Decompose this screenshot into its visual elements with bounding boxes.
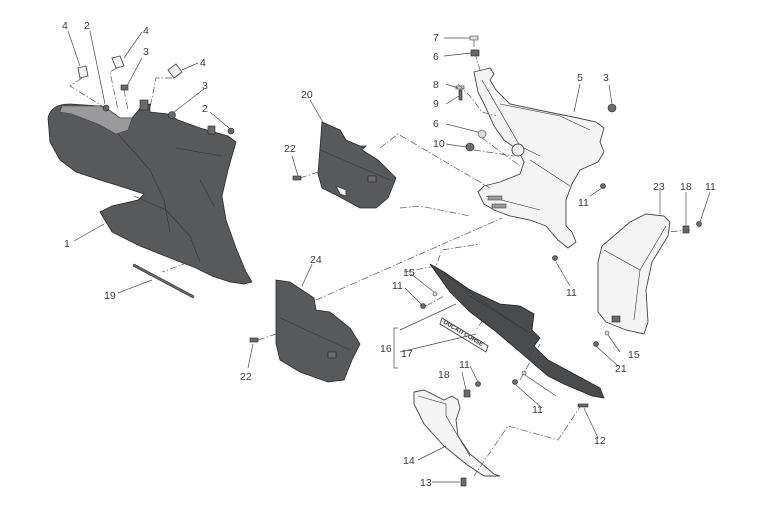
callout-18: 18	[438, 369, 450, 381]
callout-2: 2	[202, 103, 208, 115]
callout-22: 22	[284, 143, 296, 155]
callout-11: 11	[392, 280, 403, 292]
callout-18: 18	[680, 181, 692, 193]
callout-16: 16	[380, 343, 392, 355]
callout-10: 10	[433, 138, 445, 150]
callout-11: 11	[705, 181, 716, 193]
callout-4: 4	[200, 57, 206, 69]
callout-7: 7	[433, 32, 439, 44]
hardware-group-top-left	[77, 55, 235, 135]
washer-15c	[521, 370, 527, 376]
clip-18a	[682, 225, 690, 234]
part-14-belly-panel	[413, 389, 501, 477]
part-1-side-fairing	[47, 99, 253, 285]
decal-text: DUCATI CORSE	[442, 320, 484, 348]
callout-3: 3	[202, 80, 208, 92]
clip-18b	[463, 389, 471, 398]
grommet-4a	[77, 65, 89, 79]
washer-15a	[432, 291, 438, 297]
callout-3: 3	[603, 72, 609, 84]
callout-labels: 4 2 4 3 4 3 2 1 19 20 22 24 22 7 6 8 9 6…	[62, 20, 716, 489]
screw-11d	[420, 303, 426, 309]
callout-11: 11	[532, 404, 543, 416]
callout-19: 19	[104, 290, 116, 302]
nut-2b	[227, 127, 235, 135]
part-16-lower-fairing	[429, 263, 605, 399]
callout-15: 15	[403, 267, 415, 279]
nut-2a	[102, 104, 110, 112]
nut-3c	[607, 103, 617, 113]
callout-13: 13	[420, 477, 432, 489]
part-23-cover-panel	[597, 213, 671, 335]
washer-15b	[604, 330, 610, 336]
callout-8: 8	[433, 79, 439, 91]
grommet-4c	[167, 63, 183, 79]
callout-24: 24	[310, 254, 322, 266]
washer-7	[469, 35, 479, 41]
screw-21	[593, 341, 599, 347]
callout-5: 5	[577, 72, 583, 84]
hardware-group-cover	[593, 221, 702, 347]
grommet-4b	[111, 55, 125, 69]
screw-11f	[512, 379, 518, 385]
nut-3b	[168, 111, 176, 119]
callout-21: 21	[615, 363, 627, 375]
screw-11e	[475, 381, 481, 387]
callout-14: 14	[403, 455, 415, 467]
callout-23: 23	[653, 181, 665, 193]
nut-3a	[120, 84, 129, 91]
callout-6: 6	[433, 51, 439, 63]
screw-9	[458, 89, 463, 101]
screw-22a	[292, 175, 302, 181]
leader-lines	[67, 30, 711, 483]
screw-11c	[696, 221, 702, 227]
callout-2: 2	[84, 20, 90, 32]
screw-11b	[552, 255, 558, 261]
callout-4: 4	[62, 20, 68, 32]
screw-22b	[249, 337, 259, 343]
callout-3: 3	[143, 46, 149, 58]
screw-10	[465, 142, 475, 152]
callout-20: 20	[301, 89, 313, 101]
screw-13	[460, 477, 467, 487]
clip-12	[577, 403, 589, 408]
assembly-lines	[69, 40, 691, 477]
part-5-inner-frame-bracket	[473, 67, 605, 249]
part-19-decal-strip	[132, 263, 195, 299]
callout-1: 1	[64, 238, 70, 250]
screw-11a	[600, 183, 606, 189]
callout-6: 6	[433, 118, 439, 130]
callout-17: 17	[401, 348, 413, 360]
part-20-side-panel	[317, 121, 397, 209]
callout-11: 11	[578, 197, 589, 209]
callout-15: 15	[628, 349, 640, 361]
part-24-side-panel	[275, 279, 361, 383]
callout-11: 11	[566, 287, 577, 299]
callout-4: 4	[143, 25, 149, 37]
callout-9: 9	[433, 98, 439, 110]
grommet-6b	[477, 129, 487, 139]
callout-12: 12	[594, 435, 606, 447]
callout-11: 11	[459, 359, 470, 371]
hardware-group-lower-fairing	[420, 291, 589, 408]
callout-22: 22	[240, 371, 252, 383]
